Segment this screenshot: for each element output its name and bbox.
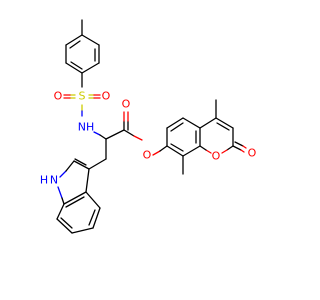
- indole-h-label: H: [40, 174, 48, 187]
- carbonyl-ester-bond: [123, 129, 135, 137]
- carbonyl-oxygen-label: O: [122, 98, 131, 111]
- ring-oxygen-label: O: [212, 150, 221, 163]
- molecule-diagram: S O O NH O O H N: [40, 19, 257, 234]
- sulfonamide-nh-label: NH: [78, 121, 95, 134]
- coumarin-ring: O O: [166, 99, 257, 175]
- indole-n-label: N: [50, 174, 58, 187]
- alpha-carbonyl-bond: [105, 129, 125, 140]
- structure-drawing: S O O NH O O H N: [40, 19, 257, 234]
- lactone-oxygen-label: O: [248, 147, 257, 160]
- sulfonyl-oxygen-right-label: O: [102, 90, 111, 103]
- ester-aryl-bond: [152, 150, 161, 156]
- sulfonyl-group: S O O: [54, 90, 111, 103]
- methylene-indole-bond: [88, 158, 107, 170]
- tolyl-ring: [65, 19, 100, 74]
- sulfur-atom-label: S: [79, 90, 86, 103]
- indole-ring: H N: [40, 158, 101, 234]
- sulfonyl-oxygen-left-label: O: [54, 90, 63, 103]
- nitrogen-alpha-bond-c: [99, 134, 107, 140]
- nitrogen-alpha-bond: [93, 131, 101, 136]
- ester-oxygen-label: O: [143, 149, 152, 162]
